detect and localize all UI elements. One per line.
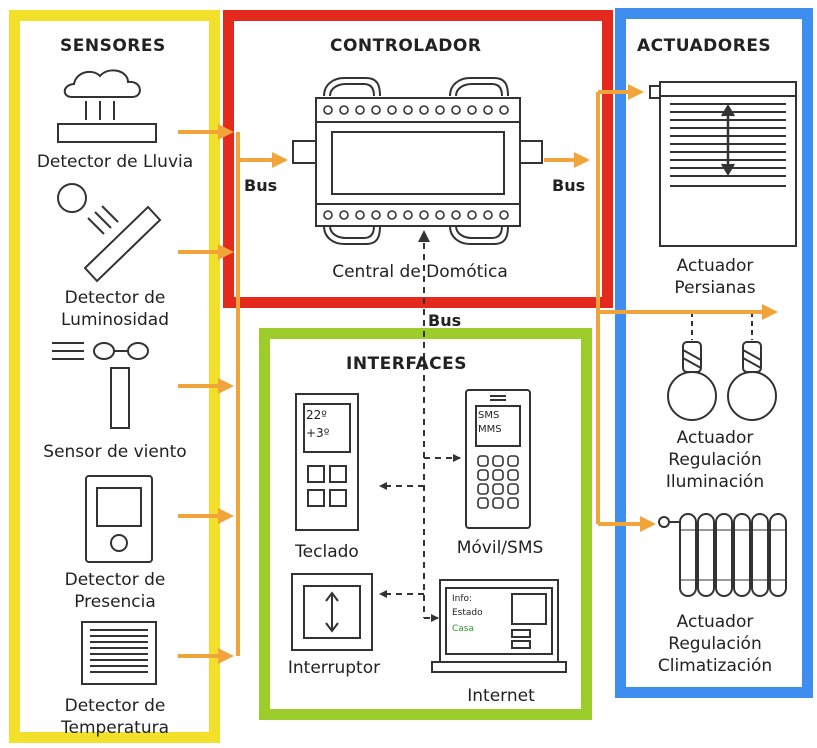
- luminosity-detector-icon: [57, 183, 162, 283]
- interfaces-panel: [259, 328, 592, 720]
- bus-connections: [178, 84, 778, 664]
- interface-label-movil: Móvil/SMS: [456, 538, 544, 558]
- blinds-connector-icon: [649, 85, 661, 99]
- controlador-title: CONTROLADOR: [330, 36, 482, 56]
- interfaces-title: INTERFACES: [346, 354, 468, 374]
- sensor-label-temperatura-2: Temperatura: [60, 718, 170, 738]
- keypad-screen-line-2: +3º: [306, 426, 330, 440]
- terminal-screen-line-3: Casa: [452, 624, 475, 634]
- keypad-screen-line-1: 22º: [306, 408, 327, 422]
- actuator-label-persianas-1: Actuador: [676, 256, 754, 276]
- actuadores-title: ACTUADORES: [637, 36, 772, 56]
- sensor-label-luminosidad-2: Luminosidad: [61, 310, 169, 330]
- mobile-phone-icon: [465, 389, 531, 529]
- blinds-icon: [659, 81, 797, 247]
- central-domotica-label: Central de Domótica: [332, 262, 508, 282]
- temperature-detector-icon: [81, 621, 157, 685]
- sensor-label-lluvia: Detector de Lluvia: [36, 152, 194, 172]
- phone-screen-line-1: SMS: [478, 410, 500, 421]
- actuator-label-climatizacion-1: Actuador: [676, 612, 754, 632]
- bus-up-arrow-icon: [418, 230, 430, 242]
- switch-icon: [291, 573, 373, 651]
- sensor-label-temperatura-1: Detector de: [64, 696, 166, 716]
- controlador-panel: [223, 10, 613, 308]
- actuator-label-iluminacion-1: Actuador: [676, 428, 754, 448]
- actuator-label-climatizacion-2: Regulación: [668, 634, 762, 654]
- sensor-label-viento: Sensor de viento: [43, 442, 187, 462]
- internal-bus-dashed: [379, 232, 461, 622]
- actuator-label-climatizacion-3: Climatización: [657, 656, 773, 676]
- sensor-label-presencia-1: Detector de: [64, 570, 166, 590]
- rain-detector-icon: [57, 69, 157, 143]
- actuator-label-iluminacion-2: Regulación: [668, 450, 762, 470]
- actuadores-panel: [615, 8, 813, 698]
- bus-label-right: Bus: [552, 176, 586, 195]
- bus-label-left: Bus: [244, 176, 278, 195]
- sensor-label-presencia-2: Presencia: [74, 592, 156, 612]
- interface-label-teclado: Teclado: [295, 542, 359, 562]
- bus-label-bottom: Bus: [428, 311, 462, 330]
- actuator-label-iluminacion-3: Iluminación: [665, 472, 765, 492]
- keypad-icon: [295, 393, 359, 531]
- internet-terminal-icon: [431, 579, 567, 673]
- light-bulbs-icon: [667, 312, 777, 421]
- radiator-icon: [668, 513, 787, 597]
- sensores-title: SENSORES: [60, 36, 166, 56]
- radiator-connector-icon: [658, 516, 670, 528]
- phone-screen-line-2: MMS: [478, 424, 502, 435]
- terminal-screen-line-2: Estado: [452, 608, 483, 618]
- sensor-label-luminosidad-1: Detector de: [64, 288, 166, 308]
- controller-unit-icon: [292, 77, 543, 245]
- interface-label-internet: Internet: [467, 686, 535, 706]
- actuator-label-persianas-2: Persianas: [674, 278, 756, 298]
- terminal-screen-line-1: Info:: [452, 594, 473, 604]
- interface-label-interruptor: Interruptor: [287, 658, 381, 678]
- sensores-panel: [9, 10, 220, 743]
- presence-detector-icon: [85, 475, 153, 563]
- wind-sensor-icon: [52, 342, 149, 429]
